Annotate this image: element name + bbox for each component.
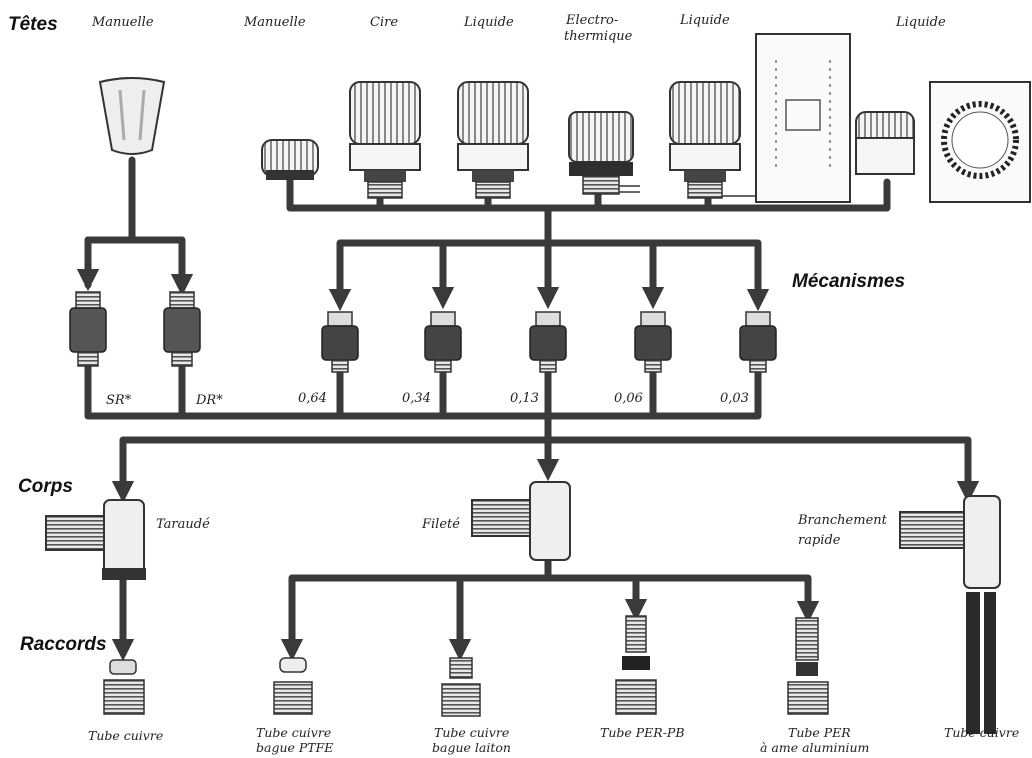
head-label-electro: Electro- [565, 13, 618, 28]
fitting-tube-cuivre [104, 660, 144, 714]
mechanism-label-0-03: 0,03 [720, 391, 749, 406]
fitting-label-tube-cuivre-2: Tube cuivre [256, 725, 331, 740]
mechanism-0-03 [740, 312, 776, 372]
fitting-label-tube-per: Tube PER [788, 725, 851, 740]
section-label-raccords: Raccords [20, 634, 107, 655]
fitting-label-tube-per-pb: Tube PER-PB [600, 725, 685, 740]
head-electrothermal [569, 112, 640, 194]
section-label-tetes: Têtes [8, 14, 58, 35]
fitting-label-tube-cuivre: Tube cuivre [88, 728, 163, 743]
mechanism-0-64 [322, 312, 358, 372]
mechanism-label-0-34: 0,34 [402, 391, 431, 406]
fitting-label-tube-cuivre-3: Tube cuivre [434, 725, 509, 740]
head-label-cire: Cire [370, 15, 398, 30]
mechanism-0-34 [425, 312, 461, 372]
head-label-liquide-2: Liquide [679, 13, 730, 28]
head-label-liquide-3: Liquide [895, 15, 946, 30]
body-branchement-rapide [900, 496, 1000, 734]
body-label-branchement: Branchement [797, 513, 888, 528]
head-manual-small [262, 140, 318, 180]
fitting-tube-cuivre-ptfe [274, 658, 312, 714]
head-liquid-remote [856, 112, 914, 174]
body-filete [472, 482, 570, 560]
dial-panel [930, 82, 1030, 202]
fitting-tube-cuivre-laiton [442, 658, 480, 716]
mechanism-label-0-64: 0,64 [298, 391, 327, 406]
head-label-liquide-1: Liquide [463, 15, 514, 30]
head-liquid-2 [670, 82, 756, 198]
section-label-mecanismes: Mécanismes [792, 271, 905, 292]
mechanism-0-06 [635, 312, 671, 372]
body-label-rapide: rapide [798, 533, 841, 548]
head-liquid-1 [458, 82, 528, 198]
mechanism-label-dr: DR* [195, 393, 223, 408]
mechanism-dr [164, 292, 200, 366]
body-label-filete: Fileté [421, 517, 460, 532]
body-taraude [46, 500, 146, 580]
fitting-label-bague-ptfe: bague PTFE [256, 740, 333, 755]
fitting-label-ame-aluminium: à ame aluminium [760, 740, 869, 755]
mechanism-0-13 [530, 312, 566, 372]
fitting-label-tube-cuivre-4: Tube cuivre [944, 725, 1019, 740]
mechanism-label-0-06: 0,06 [614, 391, 643, 406]
head-label-thermique: thermique [564, 29, 633, 44]
head-label-manuelle-1: Manuelle [91, 15, 154, 30]
fitting-tube-per-pb [616, 616, 656, 714]
remote-sensor-panel [756, 34, 850, 202]
fitting-tube-per-alu [788, 618, 828, 714]
body-label-taraude: Taraudé [156, 517, 210, 532]
mechanism-label-sr: SR* [106, 393, 132, 408]
fitting-label-bague-laiton: bague laiton [432, 740, 511, 755]
mechanism-sr [70, 292, 106, 366]
mechanism-label-0-13: 0,13 [510, 391, 539, 406]
head-label-manuelle-2: Manuelle [243, 15, 306, 30]
head-wax [350, 82, 420, 198]
head-manual-tapered [100, 78, 164, 154]
section-label-corps: Corps [18, 476, 73, 497]
